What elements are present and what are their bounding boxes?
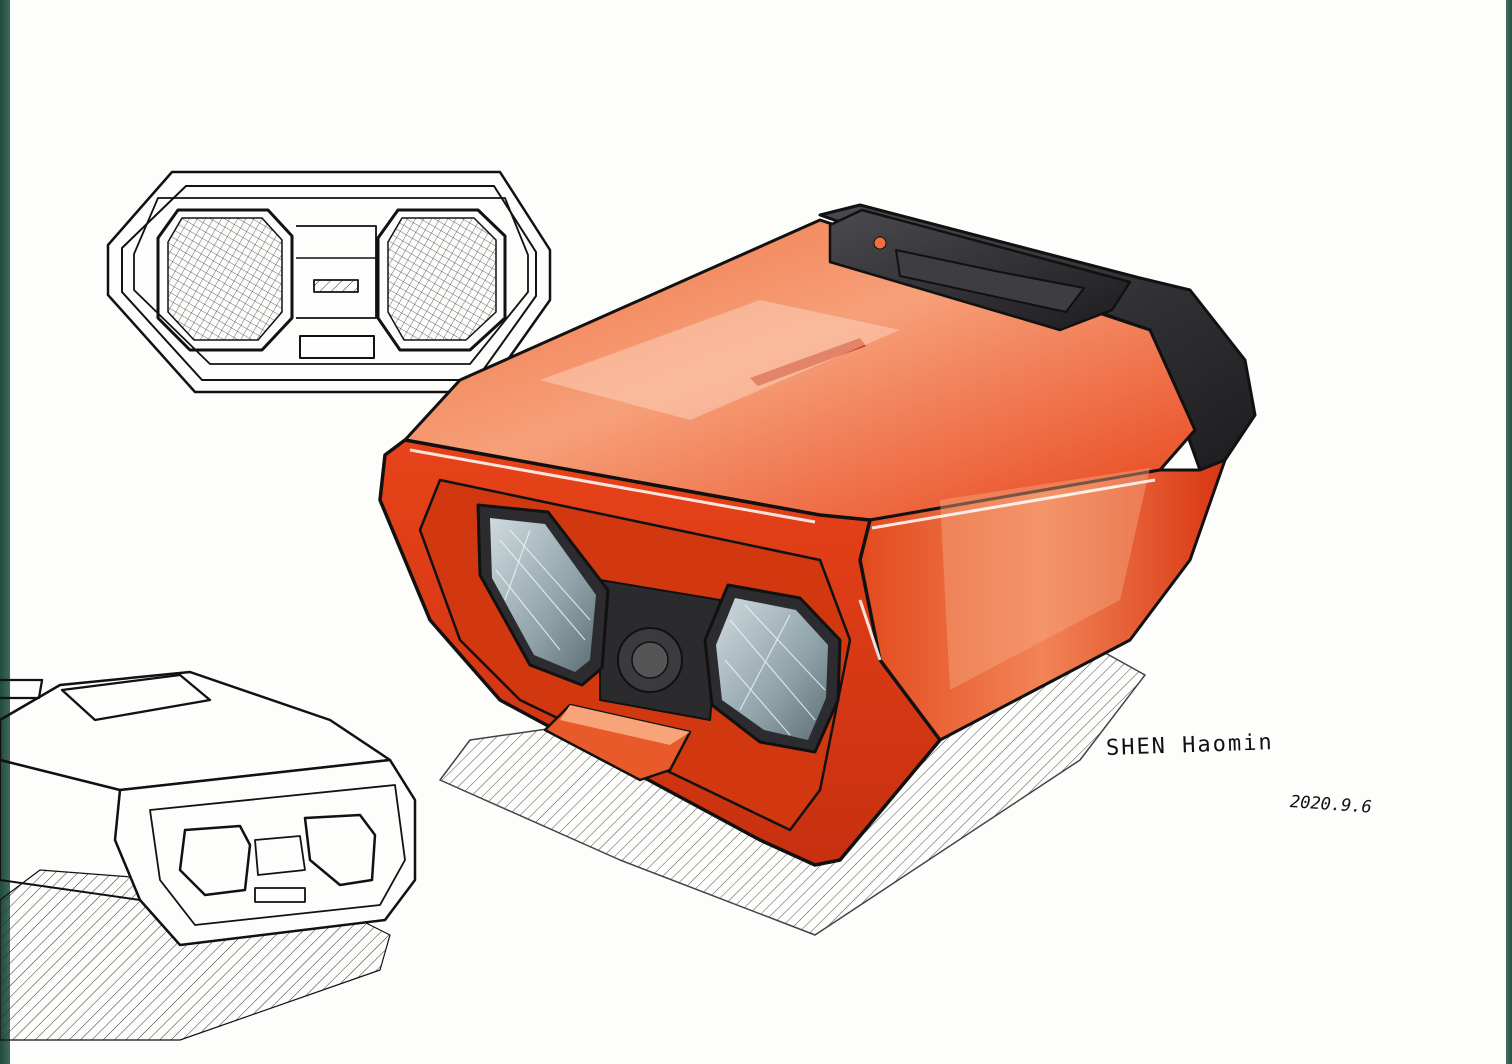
perspective-sketch	[0, 670, 417, 1041]
front-view-sketch	[106, 170, 552, 394]
main-device-render	[378, 203, 1257, 936]
